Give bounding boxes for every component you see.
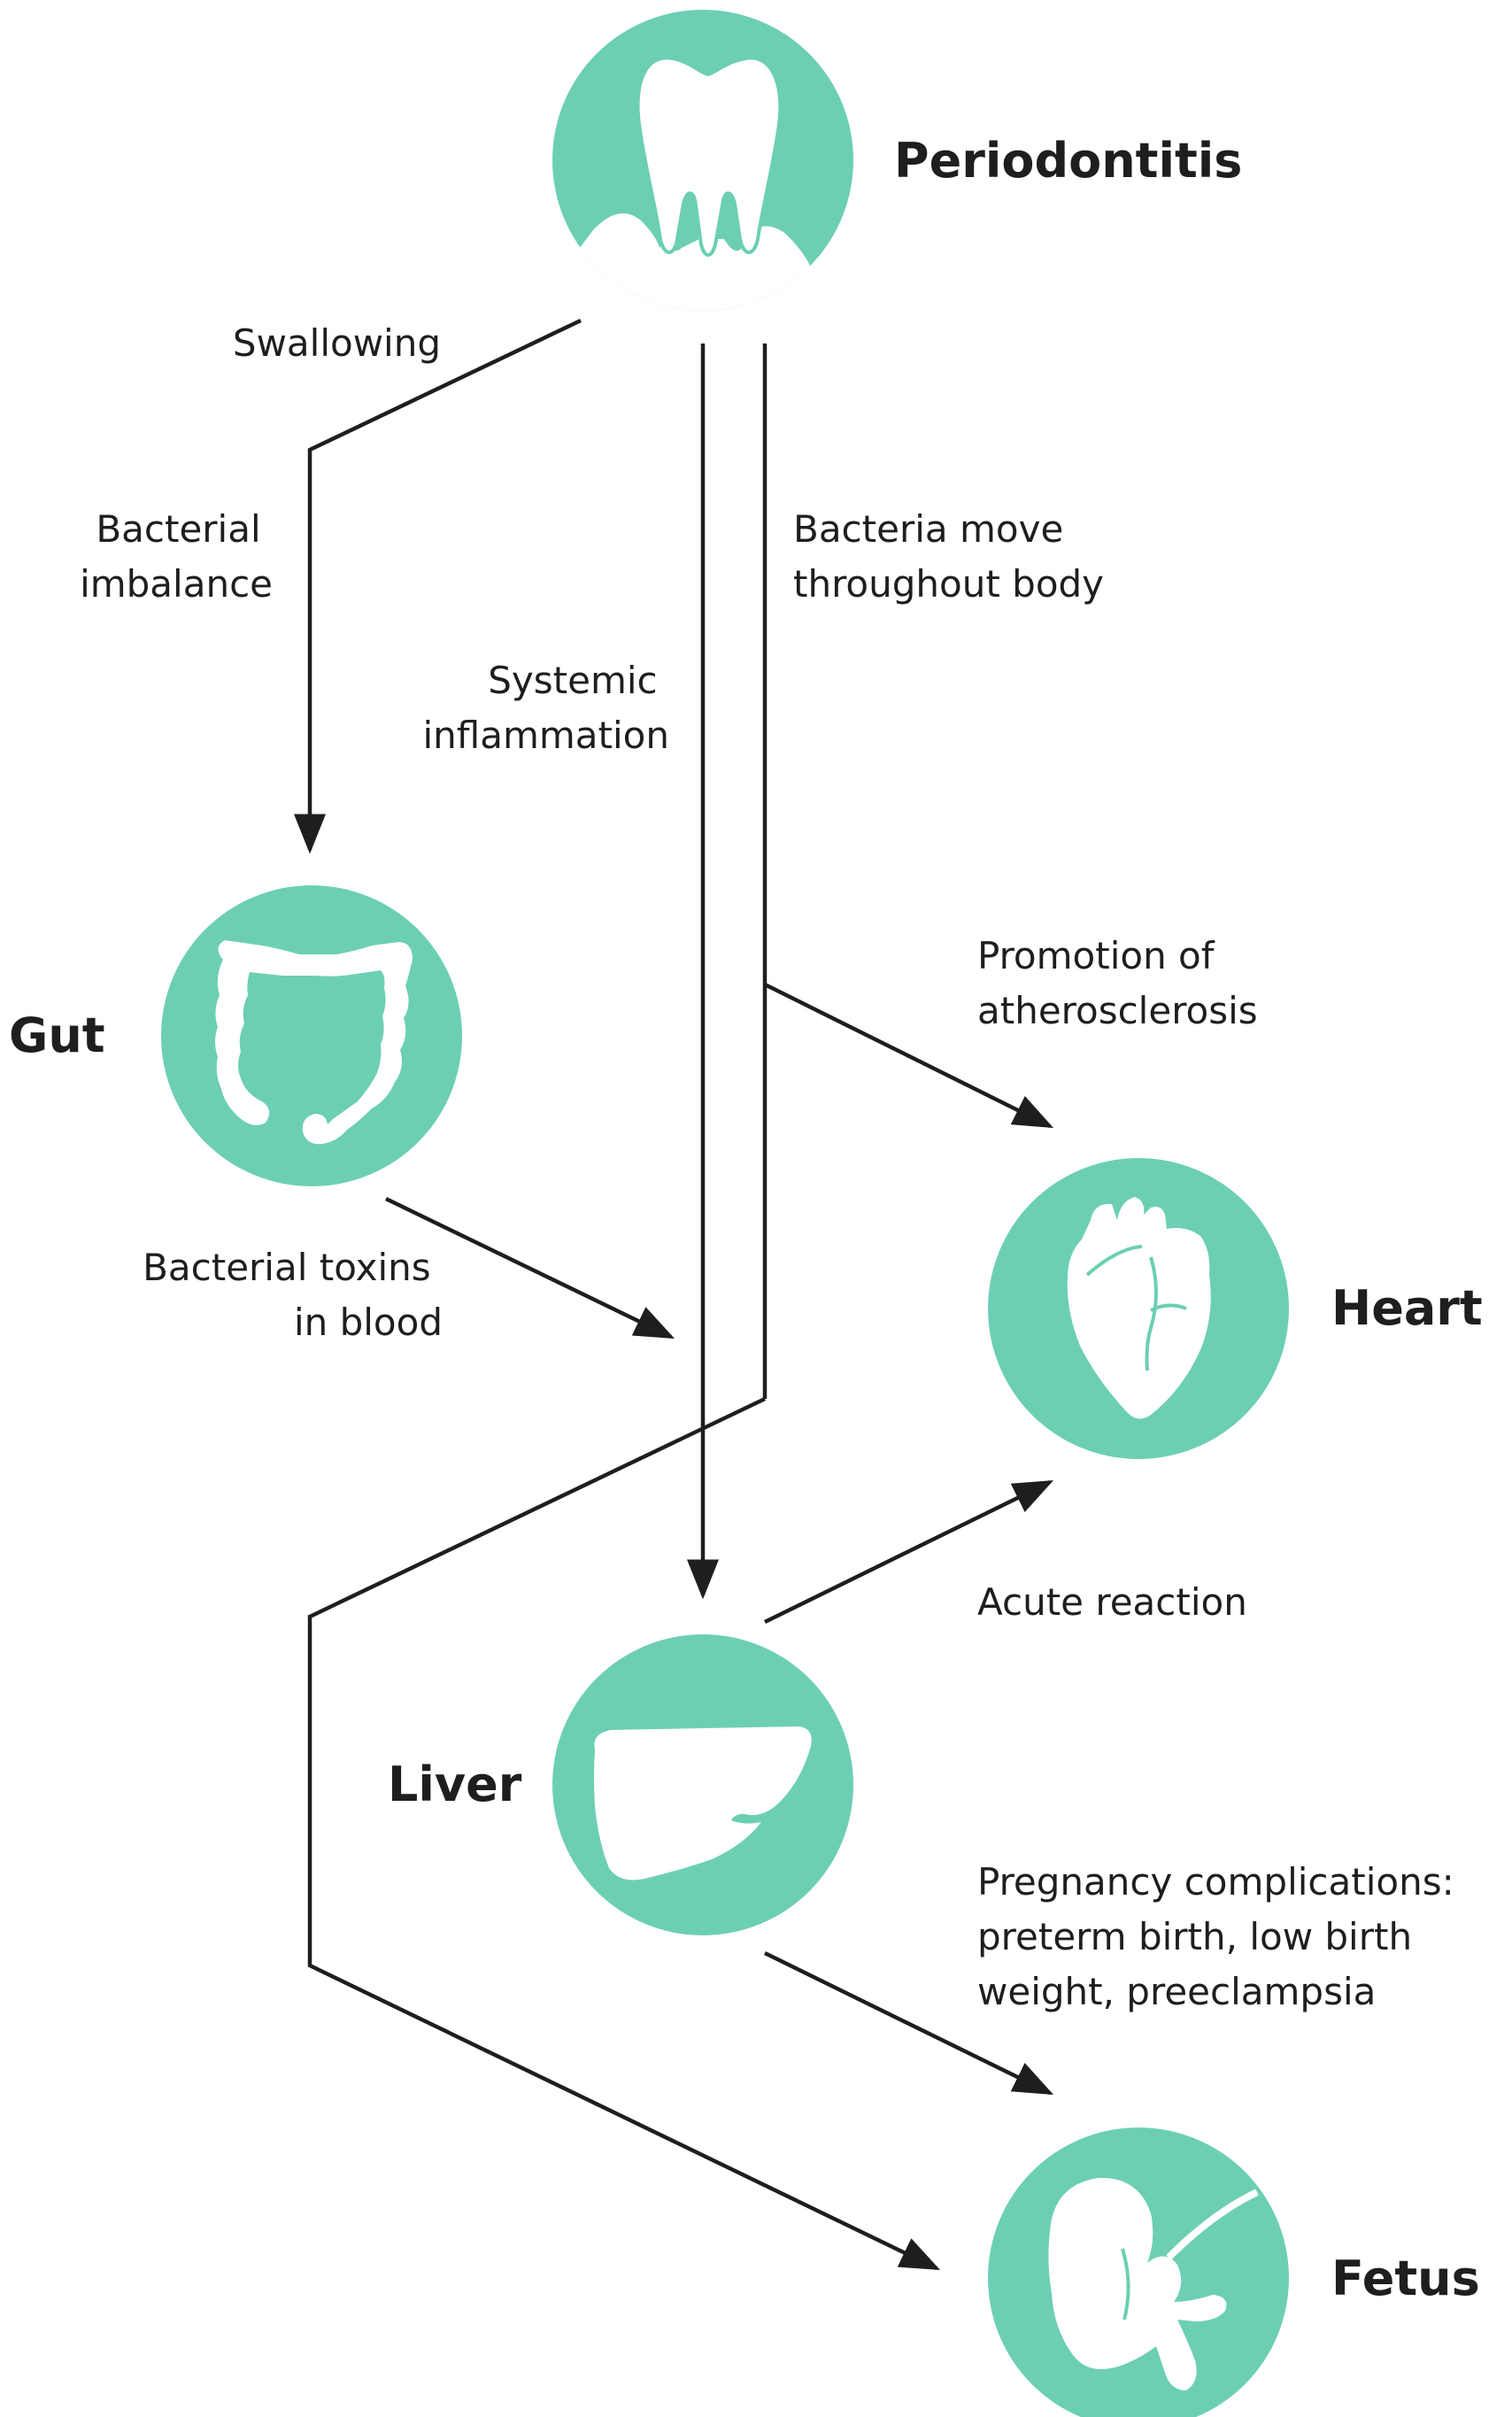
edges [310, 320, 1050, 2268]
node-liver: Liver [388, 1634, 853, 1935]
label-acute-reaction: Acute reaction [977, 1580, 1247, 1624]
fetus-title: Fetus [1331, 2251, 1480, 2306]
heart-title: Heart [1331, 1280, 1483, 1336]
label-atherosclerosis: Promotion of atherosclerosis [977, 934, 1258, 1032]
label-swallowing: Swallowing [233, 321, 441, 365]
node-fetus: Fetus [988, 2127, 1480, 2417]
label-systemic-inflammation: Systemic inflammation [423, 659, 670, 757]
node-periodontitis: Periodontitis [531, 10, 1242, 319]
gut-title: Gut [9, 1008, 105, 1063]
label-bacterial-toxins: Bacterial toxins in blood [143, 1246, 443, 1344]
edge-swallowing-to-gut [310, 320, 581, 850]
liver-title: Liver [388, 1757, 522, 1812]
periodontitis-title: Periodontitis [894, 133, 1242, 189]
label-bacterial-imbalance: Bacterial imbalance [80, 507, 273, 606]
label-bacteria-move: Bacteria move throughout body [793, 507, 1104, 606]
node-gut: Gut [9, 885, 462, 1186]
label-pregnancy-complications: Pregnancy complications: preterm birth, … [977, 1860, 1466, 2013]
node-heart: Heart [988, 1158, 1483, 1459]
